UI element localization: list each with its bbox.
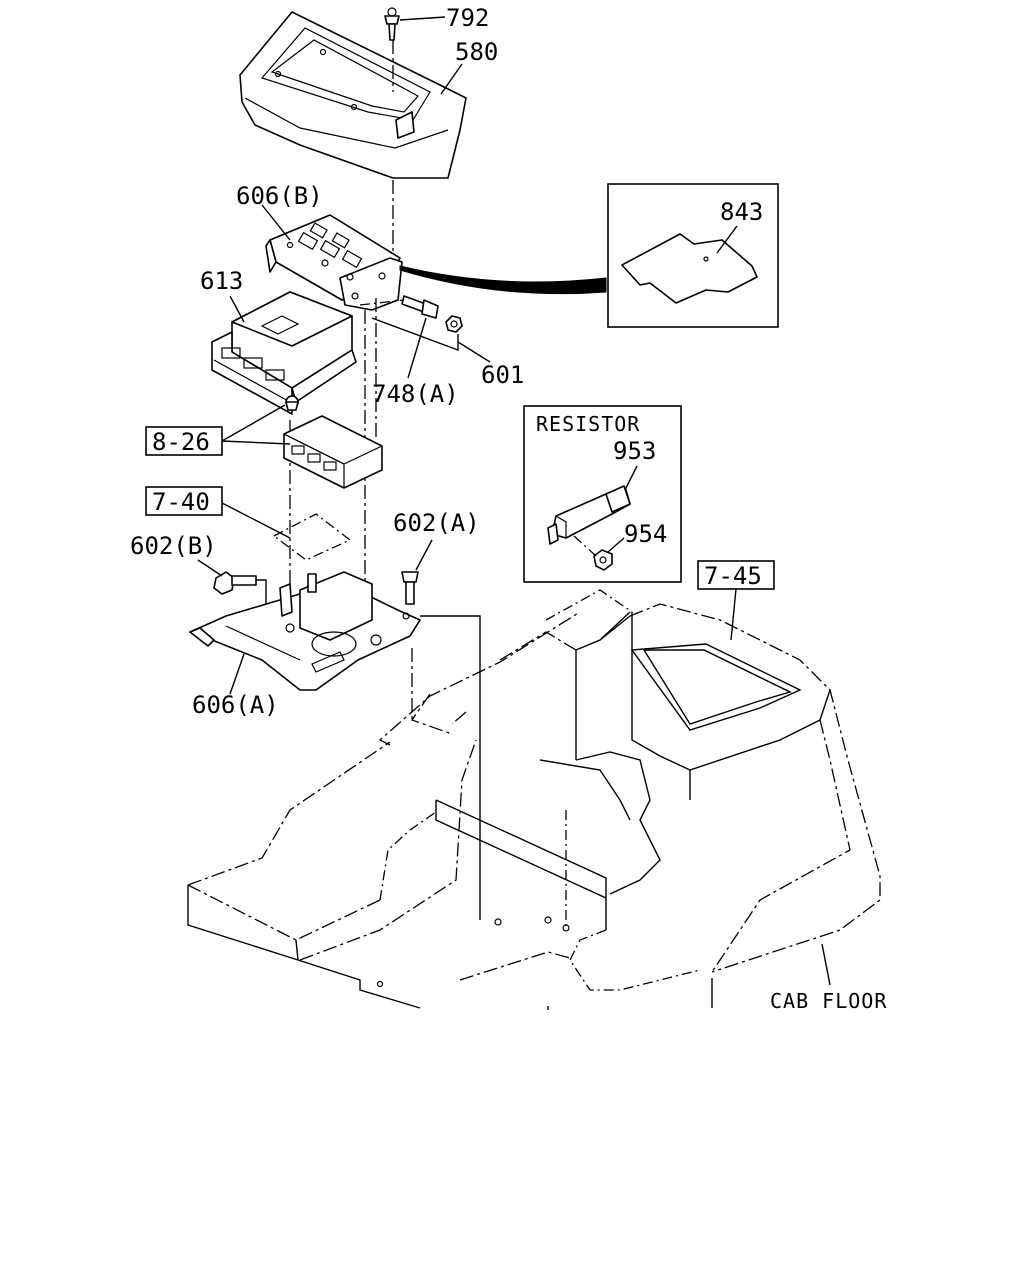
bolt-602a xyxy=(401,571,419,605)
clip-792 xyxy=(384,7,400,41)
ref-box-8-26[interactable] xyxy=(145,426,223,456)
label-8-26[interactable]: 8-26 xyxy=(152,428,210,456)
label-953: 953 xyxy=(613,437,656,465)
label-cab-floor: CAB FLOOR xyxy=(770,989,887,1013)
label-613: 613 xyxy=(200,267,243,295)
label-602b: 602(B) xyxy=(130,532,217,560)
module-8-26 xyxy=(282,395,384,489)
label-606b: 606(B) xyxy=(236,182,323,210)
label-580: 580 xyxy=(455,38,498,66)
label-792: 792 xyxy=(446,4,489,32)
ref-box-7-40[interactable] xyxy=(145,486,223,516)
sheet-7-40 xyxy=(272,513,352,561)
cover-580 xyxy=(239,11,467,179)
label-601: 601 xyxy=(481,361,524,389)
callout-843 xyxy=(399,265,607,295)
ecu-613 xyxy=(211,291,357,415)
resistor-box: RESISTOR 953 954 xyxy=(523,405,682,583)
label-602a: 602(A) xyxy=(393,509,480,537)
label-954: 954 xyxy=(624,520,667,548)
label-7-40[interactable]: 7-40 xyxy=(152,488,210,516)
label-748a: 748(A) xyxy=(372,380,459,408)
label-606a: 606(A) xyxy=(192,691,279,719)
nut-601 xyxy=(445,315,463,333)
cab-floor xyxy=(187,589,881,1010)
label-843: 843 xyxy=(720,198,763,226)
bracket-606a xyxy=(189,571,421,691)
bolt-748a xyxy=(401,295,439,319)
label-resistor: RESISTOR xyxy=(536,412,640,436)
detail-box-843: 843 xyxy=(607,183,779,328)
label-7-45[interactable]: 7-45 xyxy=(704,562,762,590)
bracket-606b xyxy=(265,214,403,311)
